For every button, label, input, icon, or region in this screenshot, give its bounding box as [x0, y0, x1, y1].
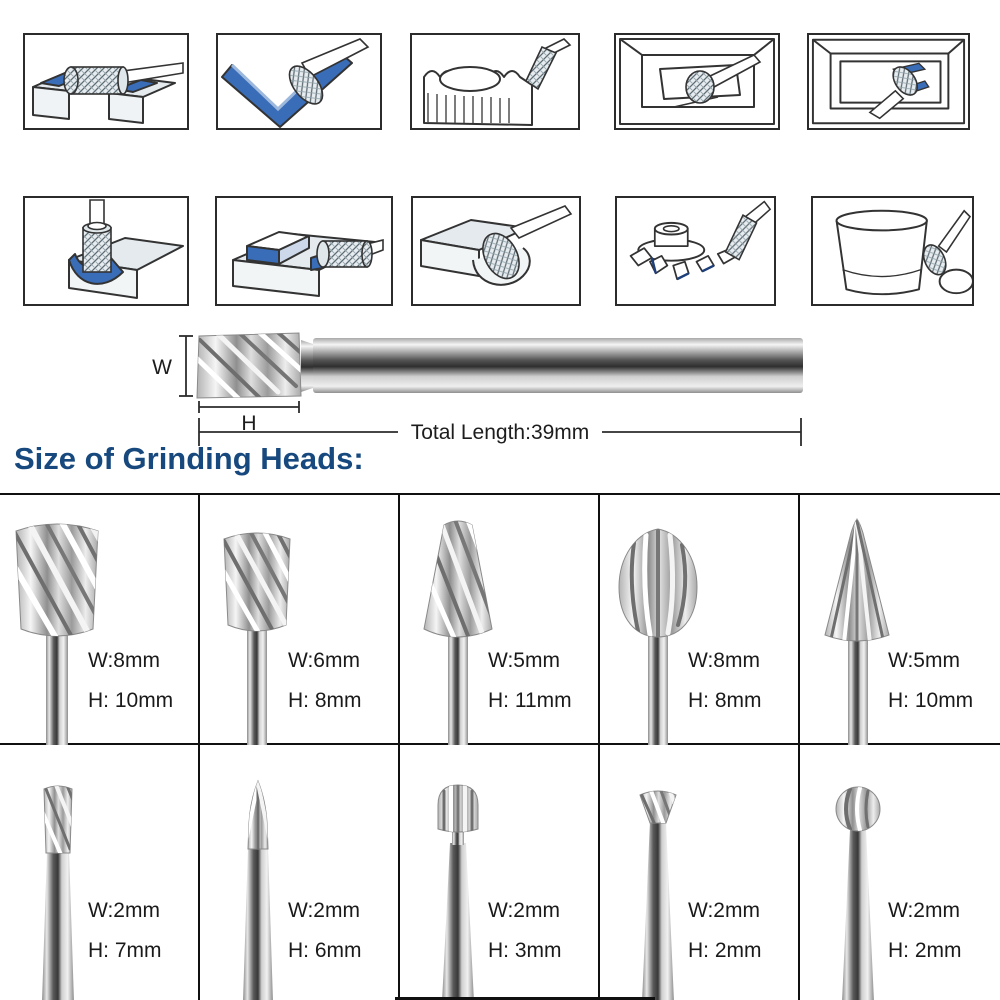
usage-illustration-edge-rounding — [23, 196, 189, 306]
oval-burr-graphic — [618, 528, 698, 745]
usage-illustration-step-channel — [215, 196, 393, 306]
cylinder-burr-grinding-step-channel-icon — [232, 231, 384, 297]
head-specs: W:8mm H: 8mm — [688, 641, 762, 721]
cone-burr-graphic — [824, 518, 890, 745]
head-height-spec: H: 8mm — [288, 689, 362, 712]
head-height-spec: H: 10mm — [888, 689, 974, 712]
head-height-spec: H: 6mm — [288, 939, 362, 962]
burr-head-flutes — [197, 333, 301, 398]
head-height-spec: H: 3mm — [488, 939, 562, 962]
head-width-spec: W:6mm — [288, 649, 360, 672]
head-height-spec: H: 10mm — [88, 689, 174, 712]
size-grid-cell-9: W:2mm H: 2mm — [600, 745, 800, 1000]
usage-illustration-box-cavity — [807, 33, 970, 130]
h-label: H — [241, 412, 256, 435]
head-specs: W:2mm H: 2mm — [688, 891, 762, 971]
small-inverted-cone-burr-graphic — [639, 790, 677, 1000]
usage-illustration-gear-deburring — [410, 33, 580, 130]
head-height-spec: H: 2mm — [888, 939, 962, 962]
head-width-spec: W:5mm — [888, 649, 960, 672]
cylinder-burr-graphic — [223, 532, 291, 745]
cylinder-burr-rounding-edge-icon — [68, 199, 184, 299]
total-length-dimension-lines — [198, 418, 802, 446]
head-specs: W:5mm H: 10mm — [888, 641, 973, 721]
head-specs: W:8mm H: 10mm — [88, 641, 173, 721]
oval-burr-grinding-round-pocket-icon — [420, 205, 573, 286]
burr-shank — [313, 338, 803, 393]
small-cylinder-burr-graphic — [42, 785, 74, 1000]
size-grid-cell-5: W:5mm H: 10mm — [800, 495, 1000, 745]
burr-grinding-box-cavity-icon — [811, 38, 966, 125]
h-dimension-lines — [198, 401, 300, 413]
head-width-spec: W:2mm — [488, 899, 560, 922]
small-pointed-cone-burr-graphic — [243, 779, 273, 1000]
cylinder-burr-grinding-slot-icon — [32, 62, 184, 124]
flame-burr-grinding-large-cylinder-icon — [835, 209, 972, 296]
grid-bottom-border-fragment — [395, 997, 655, 1000]
taper-round-nose-burr-graphic — [423, 520, 493, 745]
head-specs: W:2mm H: 2mm — [888, 891, 962, 971]
w-dimension-lines — [179, 335, 193, 397]
head-specs: W:2mm H: 3mm — [488, 891, 562, 971]
head-specs: W:2mm H: 6mm — [288, 891, 362, 971]
size-grid-cell-4: W:8mm H: 8mm — [600, 495, 800, 745]
burr-grinding-v-groove-icon — [221, 38, 370, 128]
burr-dimension-diagram: W H Total Length:39mm — [152, 332, 803, 446]
head-specs: W:6mm H: 8mm — [288, 641, 362, 721]
burr-deburring-gear-teeth-icon — [423, 38, 572, 126]
head-specs: W:2mm H: 7mm — [88, 891, 162, 971]
head-height-spec: H: 11mm — [488, 689, 572, 712]
size-grid-cell-6: W:2mm H: 7mm — [0, 745, 200, 1000]
small-ball-burr-graphic — [835, 786, 881, 1000]
small-dome-burr-graphic — [437, 784, 479, 1000]
size-grid-cell-2: W:6mm H: 8mm — [200, 495, 400, 745]
head-height-spec: H: 2mm — [688, 939, 762, 962]
usage-illustration-large-cylinder — [811, 196, 974, 306]
size-grid-cell-10: W:2mm H: 2mm — [800, 745, 1000, 1000]
usage-illustration-impeller-fins — [615, 196, 776, 306]
usage-illustration-round-pocket — [411, 196, 581, 306]
usage-illustration-v-groove — [216, 33, 382, 130]
size-grid: W:8mm H: 10mm W:6mm H — [0, 493, 1000, 1000]
usage-illustration-slot-grinding — [23, 33, 189, 130]
head-specs: W:5mm H: 11mm — [488, 641, 572, 721]
head-width-spec: W:8mm — [688, 649, 760, 672]
head-width-spec: W:5mm — [488, 649, 560, 672]
w-label: W — [152, 356, 172, 379]
taper-burr-deburring-impeller-fins-icon — [629, 200, 772, 281]
usage-illustration-frame-corner — [614, 33, 780, 130]
head-width-spec: W:2mm — [888, 899, 960, 922]
total-length-label: Total Length:39mm — [411, 421, 590, 444]
head-width-spec: W:2mm — [88, 899, 160, 922]
size-grid-cell-8: W:2mm H: 3mm — [400, 745, 600, 1000]
large-cylinder-burr-graphic — [15, 523, 99, 745]
size-grid-cell-3: W:5mm H: 11mm — [400, 495, 600, 745]
head-width-spec: W:2mm — [288, 899, 360, 922]
head-height-spec: H: 7mm — [88, 939, 162, 962]
size-grid-cell-7: W:2mm H: 6mm — [200, 745, 400, 1000]
head-height-spec: H: 8mm — [688, 689, 762, 712]
head-width-spec: W:8mm — [88, 649, 160, 672]
ball-burr-grinding-inside-frame-icon — [619, 38, 775, 125]
head-width-spec: W:2mm — [688, 899, 760, 922]
section-title: Size of Grinding Heads: — [14, 441, 364, 476]
burr-neck — [301, 340, 313, 392]
size-grid-cell-1: W:8mm H: 10mm — [0, 495, 200, 745]
